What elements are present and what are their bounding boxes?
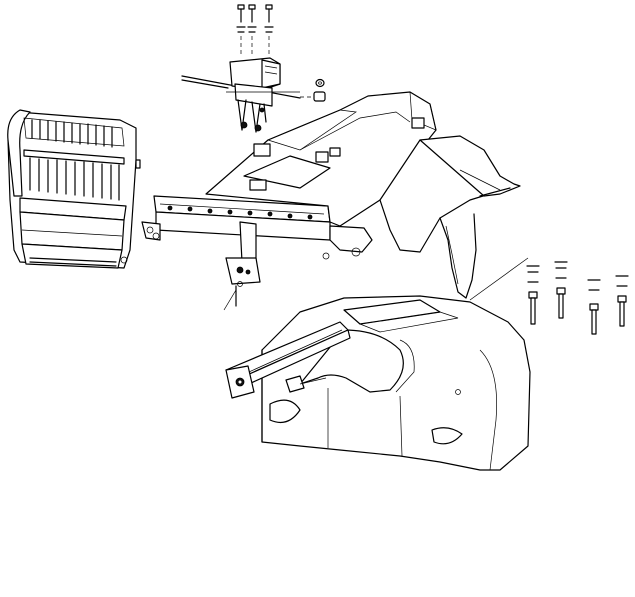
- screw-right-3: [587, 279, 601, 335]
- screw-right-1: [526, 265, 540, 325]
- needle-bars: [29, 157, 120, 201]
- screw-top-2: [247, 4, 257, 33]
- screw-top-3: [264, 4, 274, 33]
- screw-right-4: [615, 275, 629, 327]
- cover-slots: [31, 119, 113, 148]
- screws-right-group: [469, 257, 629, 335]
- base-bed: [225, 295, 531, 471]
- frame-holes: [167, 205, 313, 220]
- screws-top-group: [236, 4, 274, 55]
- screw-right-2: [554, 261, 568, 319]
- needle-bar-frame: [141, 195, 331, 311]
- spacer: [300, 91, 326, 102]
- screw-top-1: [236, 4, 246, 33]
- arm-casting: [205, 91, 521, 299]
- needle-head-cover: [7, 109, 141, 269]
- bracket-assembly: [181, 57, 301, 133]
- washer: [315, 78, 325, 88]
